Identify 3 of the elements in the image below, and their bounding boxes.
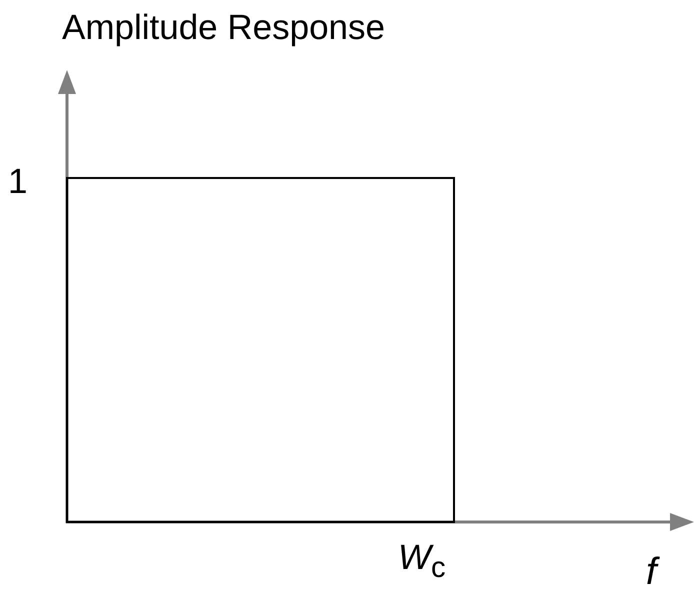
tick-label: 1 xyxy=(8,164,28,199)
axis-title: Amplitude Response xyxy=(62,8,385,48)
cutoff-label: W$_{c}$ xyxy=(398,540,446,584)
